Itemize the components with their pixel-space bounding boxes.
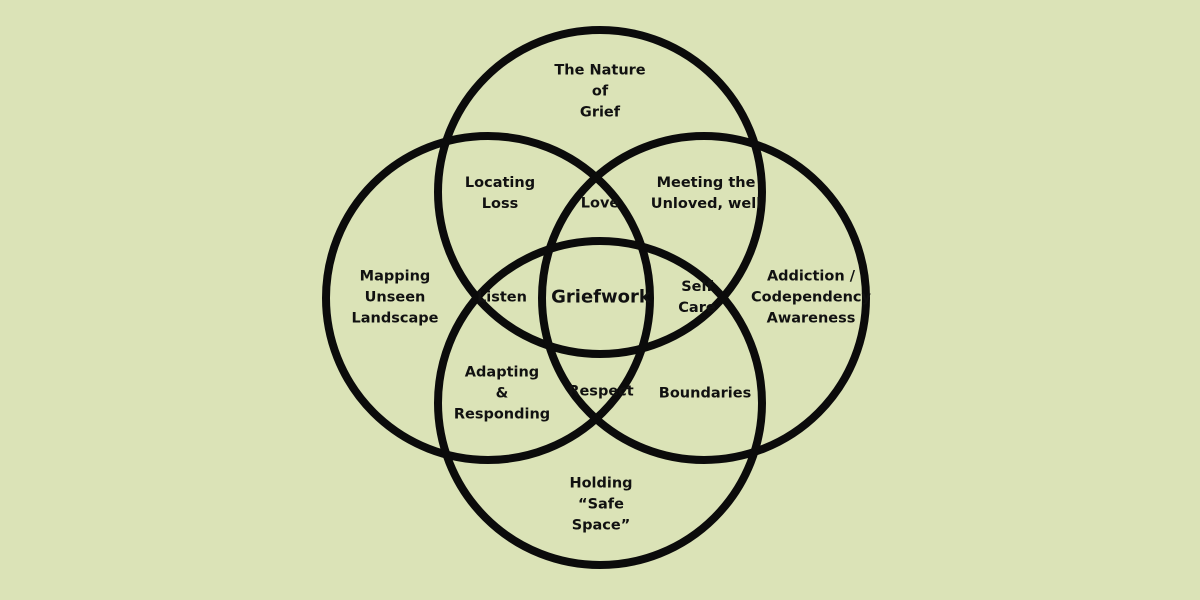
label-boundaries: Boundaries [658, 385, 752, 402]
label-holding-safe-space: Holding “Safe Space” [569, 475, 633, 534]
label-the-nature-of-grief: The Nature of Grief [554, 62, 646, 121]
label-mapping-unseen-landscape: Mapping Unseen Landscape [351, 268, 439, 327]
label-adapting-responding: Adapting & Responding [453, 364, 551, 423]
label-griefwork: Griefwork [551, 286, 651, 308]
circle-bottom [434, 237, 766, 569]
circle-right [538, 132, 870, 464]
label-self-care: Self Care [678, 279, 716, 316]
label-addiction-codependency-awareness: Addiction / Codependency Awareness [751, 268, 871, 327]
label-locating-loss: Locating Loss [464, 175, 536, 212]
label-respect: Respect [568, 383, 634, 400]
label-love: Love [580, 195, 620, 212]
circle-top [434, 26, 766, 358]
circle-left [322, 132, 654, 464]
label-meeting-the-unloved-well: Meeting the Unloved, well [650, 175, 762, 212]
label-listen: Listen [477, 289, 527, 306]
